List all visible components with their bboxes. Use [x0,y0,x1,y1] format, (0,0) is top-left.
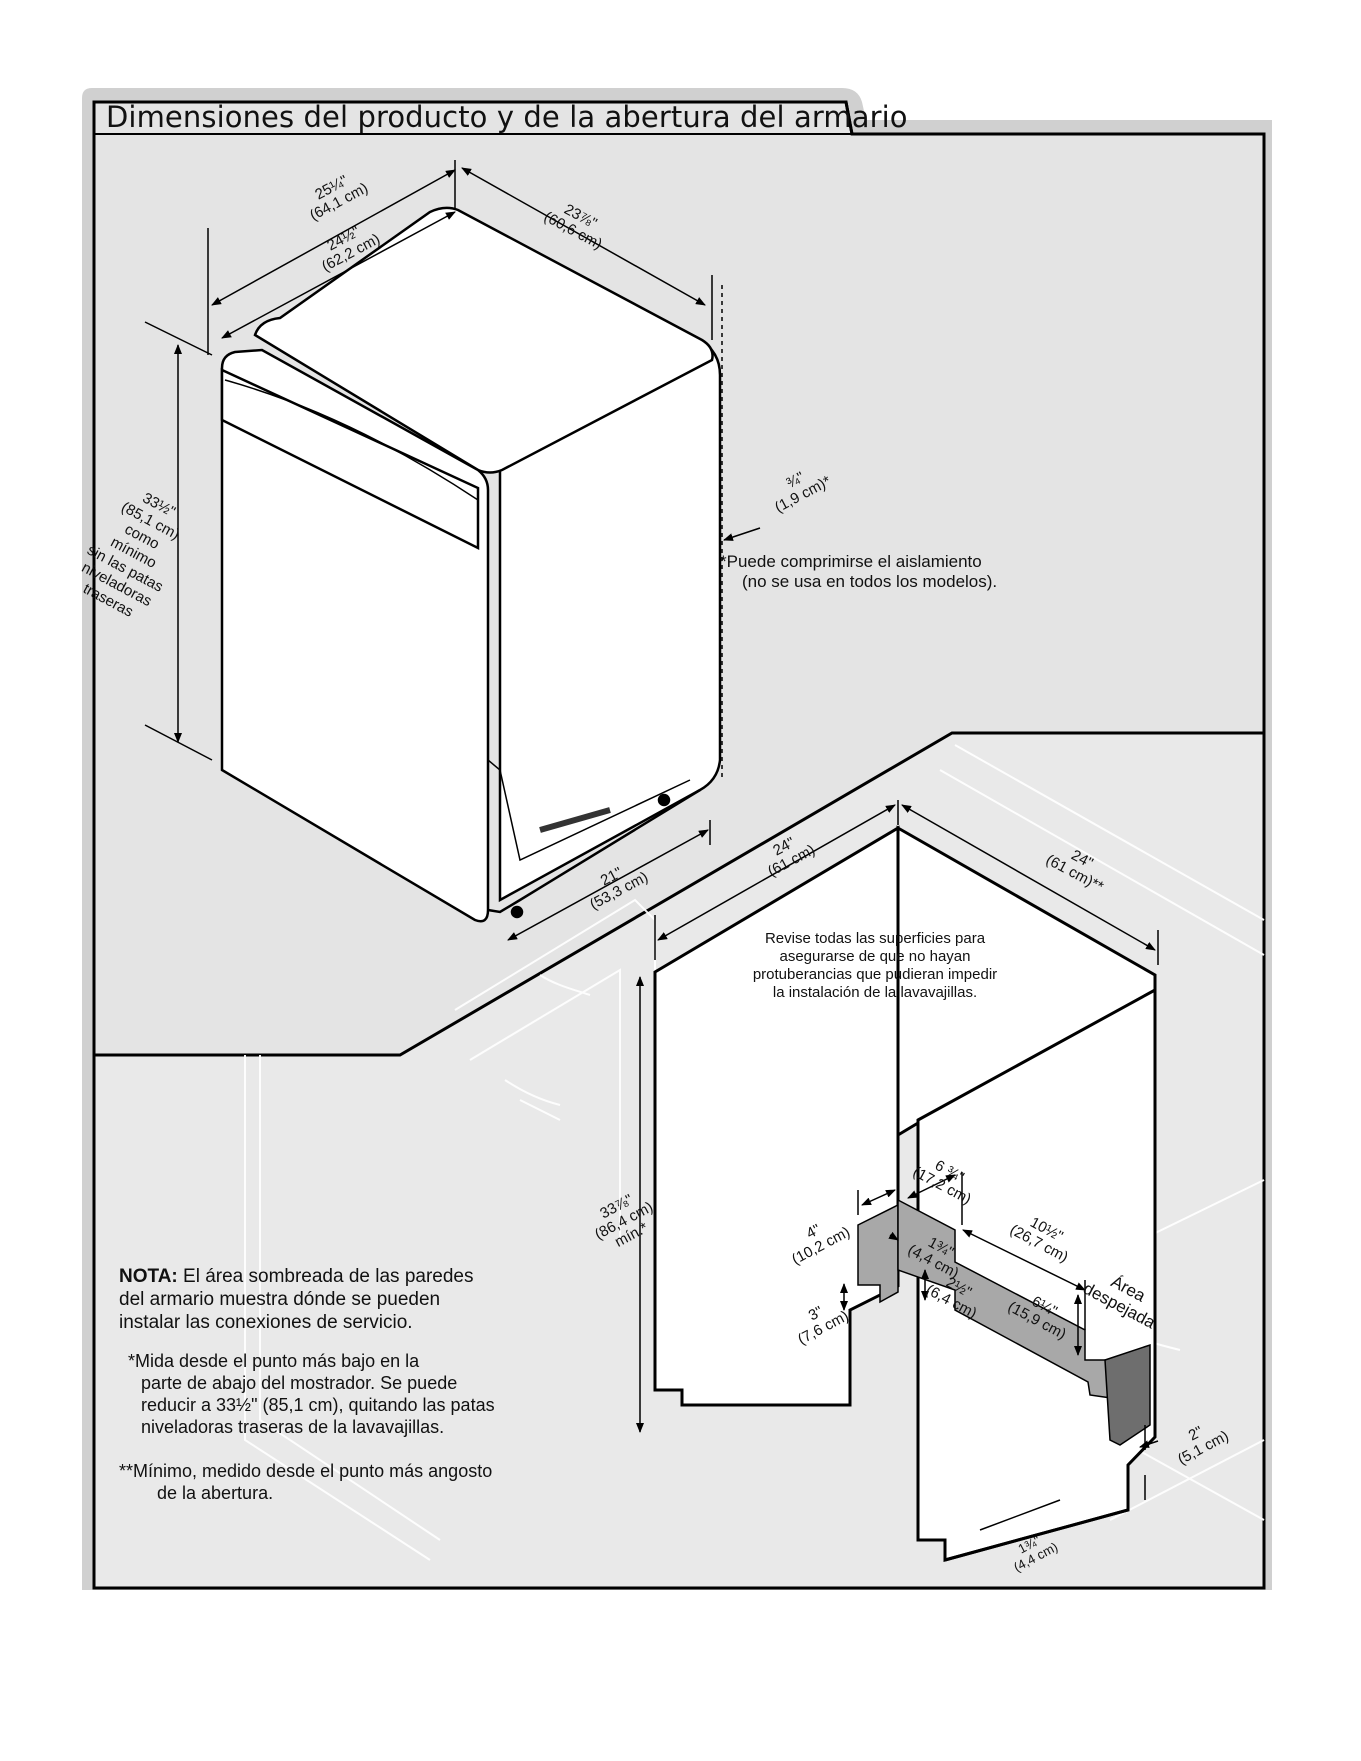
nota-l2: del armario muestra dónde se pueden [119,1289,441,1310]
star-l2: parte de abajo del mostrador. Se puede [141,1373,458,1393]
check-l4: la instalación de la lavavajillas. [772,984,978,1001]
star-l3: reducir a 33½" (85,1 cm), quitando las p… [141,1395,495,1415]
dishwasher [220,206,722,923]
insulation-note: *Puede comprimirse el aislamiento (no se… [720,552,997,592]
check-l3: protuberancias que pudieran impedir [752,966,998,983]
nota-label: NOTA: [119,1266,178,1287]
star-l1: *Mida desde el punto más bajo en la [128,1351,420,1371]
dstar-l1: **Mínimo, medido desde el punto más ango… [119,1461,493,1481]
star-note: *Mida desde el punto más bajo en la part… [128,1350,495,1438]
nota-l3: instalar las conexiones de servicio. [119,1312,413,1333]
insulation-note-l1: *Puede comprimirse el aislamiento [720,552,982,571]
double-star-note: **Mínimo, medido desde el punto más ango… [119,1460,492,1504]
nota-l1: El área sombreada de las paredes [177,1266,474,1287]
check-l2: asegurarse de que no hayan [779,948,971,965]
insulation-note-l2: (no se usa en todos los modelos). [742,572,998,591]
cabinet-floor [944,1465,1130,1562]
check-surfaces-note: Revise todas las superficies para asegur… [720,930,1030,1002]
star-l4: niveladoras traseras de la lavavajillas. [141,1417,445,1437]
check-l1: Revise todas las superficies para [764,930,986,947]
page-title: Dimensiones del producto y de la abertur… [106,100,908,134]
shaded-service-area [857,1198,1151,1446]
nota-block: NOTA: El área sombreada de las paredes d… [119,1265,473,1334]
dstar-l2: de la abertura. [157,1483,274,1503]
cabinet-dimensions [636,800,1159,1531]
title-tab [92,100,854,135]
